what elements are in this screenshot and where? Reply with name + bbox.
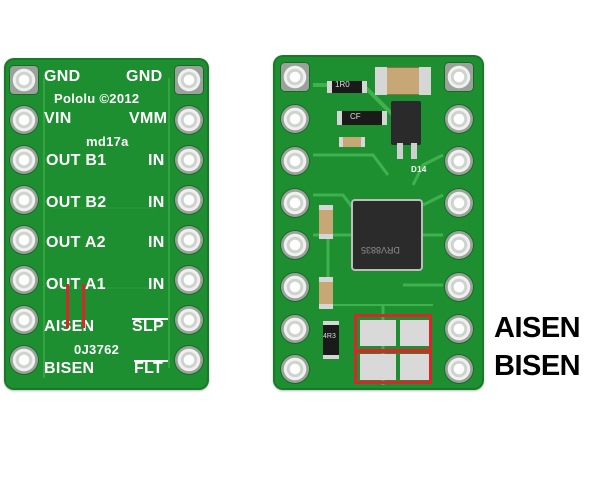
back-board: 1R0 CF D14 DRV8835 4R3: [273, 55, 484, 390]
pin-hole: [10, 226, 38, 254]
label-slp: SLP: [132, 318, 165, 335]
back-pin-hole: [445, 315, 473, 343]
label-vin: VIN: [44, 110, 72, 127]
label-aisen: AISEN: [44, 318, 95, 335]
left-capacitor: [319, 205, 333, 239]
pin-hole: [175, 266, 203, 294]
bisen-highlight-box: [354, 350, 432, 384]
pin-hole: [10, 146, 38, 174]
back-pin-hole: [445, 63, 473, 91]
resistor-top: 1R0: [327, 80, 367, 93]
aisen-pad-left: [360, 320, 396, 346]
callout-aisen: AISEN: [494, 312, 581, 344]
label-vmm: VMM: [129, 110, 168, 127]
aisen-pad-right: [400, 320, 432, 346]
pin-hole: [175, 186, 203, 214]
pin-hole: [175, 306, 203, 334]
label-out-b1: OUT B1: [46, 152, 107, 169]
label-out-b2: OUT B2: [46, 194, 107, 211]
back-pin-hole: [281, 231, 309, 259]
pin-hole: [175, 226, 203, 254]
sense-resistor-label: 4R3: [323, 333, 336, 340]
bisen-pad-left: [360, 354, 396, 380]
label-serial: 0J3762: [74, 342, 120, 357]
back-pin-hole: [445, 355, 473, 383]
pin-hole-gnd-left: [10, 66, 38, 94]
label-in-b2: IN: [148, 194, 165, 211]
red-marker-line-left: [66, 284, 69, 328]
pin-hole: [175, 346, 203, 374]
bottom-capacitor: [319, 277, 333, 309]
small-capacitor: [339, 137, 365, 147]
mosfet-leg: [411, 143, 417, 159]
back-pin-hole: [281, 189, 309, 217]
pin-hole: [10, 266, 38, 294]
back-pin-hole: [445, 231, 473, 259]
pin-hole: [10, 186, 38, 214]
mosfet-leg: [397, 143, 403, 159]
mosfet: [391, 101, 421, 145]
bisen-pad-right: [400, 354, 432, 380]
pin-hole: [175, 146, 203, 174]
front-board: GND GND Pololu ©2012 VIN VMM md17a OUT B…: [4, 58, 209, 390]
pin-hole: [10, 306, 38, 334]
back-pin-hole: [281, 355, 309, 383]
diode-label: CF: [350, 112, 361, 121]
slp-overline: [132, 318, 168, 320]
back-pin-hole: [445, 189, 473, 217]
label-flt: FLT: [134, 360, 164, 377]
back-pin-hole: [281, 273, 309, 301]
resistor-top-label: 1R0: [335, 80, 350, 89]
back-pin-hole: [445, 147, 473, 175]
label-out-a2: OUT A2: [46, 234, 106, 251]
back-pin-hole: [445, 105, 473, 133]
label-gnd-left: GND: [44, 68, 81, 85]
back-pin-hole: [281, 315, 309, 343]
chip-label: DRV8835: [361, 245, 400, 255]
back-pin-hole: [445, 273, 473, 301]
label-model: md17a: [86, 134, 129, 149]
back-pin-hole: [281, 147, 309, 175]
pin-hole: [175, 106, 203, 134]
label-out-a1: OUT A1: [46, 276, 106, 293]
driver-chip: DRV8835: [353, 201, 421, 269]
callout-bisen: BISEN: [494, 350, 581, 382]
pin-hole: [10, 106, 38, 134]
flt-overline: [134, 360, 168, 362]
back-pin-hole: [281, 63, 309, 91]
sense-resistor-label-block: 4R3: [323, 321, 339, 359]
label-bisen: BISEN: [44, 360, 95, 377]
aisen-highlight-box: [354, 314, 432, 352]
label-brand: Pololu ©2012: [54, 91, 140, 106]
back-pin-hole: [281, 105, 309, 133]
label-gnd-right: GND: [126, 68, 163, 85]
pin-hole: [10, 346, 38, 374]
front-traces: [43, 78, 170, 378]
red-marker-line-right: [82, 284, 85, 328]
label-in-b1: IN: [148, 152, 165, 169]
diode: CF: [337, 111, 387, 125]
pin-hole-gnd-right: [175, 66, 203, 94]
label-in-a1: IN: [148, 276, 165, 293]
label-in-a2: IN: [148, 234, 165, 251]
label-d14: D14: [411, 165, 427, 174]
tantalum-capacitor: [375, 67, 431, 95]
